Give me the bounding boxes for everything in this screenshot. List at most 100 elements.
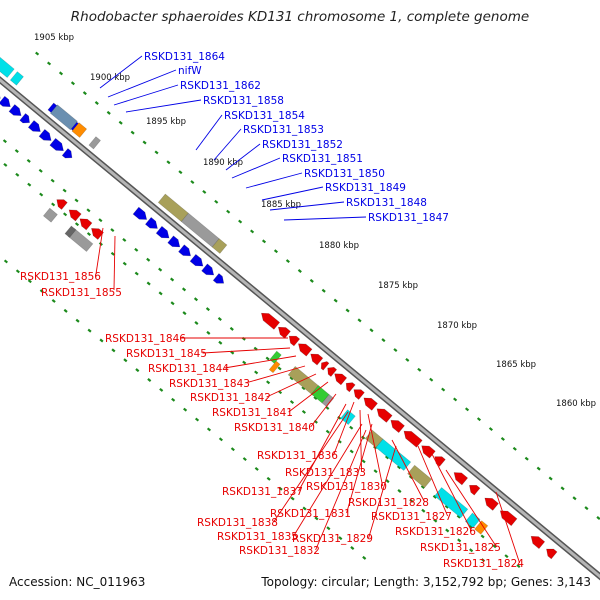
reverse-gene-label: RSKD131_1827 bbox=[371, 511, 452, 523]
scale-tick-dot bbox=[254, 370, 259, 375]
scale-tick-dot bbox=[46, 61, 52, 66]
scale-tick-dot bbox=[242, 457, 247, 462]
reverse-gene-arrow bbox=[453, 472, 469, 486]
reverse-gene-arrow bbox=[353, 389, 365, 400]
scale-tick-dot bbox=[14, 149, 19, 153]
forward-label-leader bbox=[231, 157, 281, 179]
scale-tick-dot bbox=[321, 288, 326, 293]
scale-tick-dot bbox=[206, 427, 212, 432]
forward-label-leader bbox=[225, 143, 261, 171]
scale-label: 1885 kbp bbox=[261, 200, 301, 210]
scale-tick-dot bbox=[290, 496, 295, 501]
scale-tick-dot bbox=[217, 317, 222, 321]
forward-gene-label: RSKD131_1852 bbox=[262, 139, 343, 151]
reverse-gene-arrow bbox=[297, 343, 313, 357]
scale-tick-dot bbox=[74, 222, 80, 227]
scale-tick-dot bbox=[146, 257, 151, 262]
forward-label-leader bbox=[99, 55, 143, 89]
scale-tick-dot bbox=[572, 496, 577, 501]
forward-gene-arrow bbox=[19, 113, 30, 124]
reverse-label-leader bbox=[315, 429, 367, 551]
forward-gene-arrow bbox=[38, 128, 52, 141]
cds-feature-box bbox=[434, 487, 469, 519]
forward-gene-label: RSKD131_1847 bbox=[368, 212, 449, 224]
scale-tick-dot bbox=[266, 476, 271, 481]
scale-tick-dot bbox=[39, 289, 44, 294]
reverse-label-leader bbox=[245, 365, 306, 384]
scale-tick-dot bbox=[154, 150, 159, 155]
scale-tick-dot bbox=[122, 238, 127, 242]
scale-tick-dot bbox=[110, 228, 115, 233]
scale-tick-dot bbox=[106, 110, 111, 115]
scale-tick-dot bbox=[261, 239, 267, 244]
scale-tick-dot bbox=[385, 455, 390, 460]
scale-tick-dot bbox=[250, 229, 255, 234]
reverse-gene-arrow bbox=[469, 484, 481, 496]
scale-tick-dot bbox=[205, 307, 210, 312]
reverse-gene-label: RSKD131_1830 bbox=[306, 481, 387, 493]
scale-tick-dot bbox=[242, 360, 247, 365]
reverse-gene-label: RSKD131_1835 bbox=[217, 531, 298, 543]
scale-tick-dot bbox=[456, 514, 461, 519]
forward-gene-arrow bbox=[27, 120, 41, 132]
scale-tick-dot bbox=[396, 465, 402, 470]
reverse-label-leader bbox=[273, 411, 349, 523]
scale-tick-dot bbox=[38, 168, 43, 173]
reverse-gene-label: RSKD131_1840 bbox=[234, 422, 315, 434]
scale-tick-dot bbox=[50, 178, 55, 183]
forward-gene-arrow bbox=[201, 263, 215, 276]
chromosome-backbone-highlight bbox=[0, 78, 600, 579]
scale-tick-dot bbox=[397, 489, 402, 493]
reverse-gene-arrow bbox=[288, 335, 301, 347]
forward-gene-label: RSKD131_1864 bbox=[144, 51, 225, 63]
forward-label-leader bbox=[107, 69, 177, 98]
forward-gene-arrow bbox=[49, 137, 64, 152]
scale-tick-dot bbox=[488, 427, 493, 432]
scale-tick-dot bbox=[142, 140, 147, 145]
reverse-gene-label: RSKD131_1856 bbox=[20, 271, 101, 283]
scale-tick-dot bbox=[338, 536, 343, 541]
scale-tick-dot bbox=[122, 261, 127, 266]
scale-tick-dot bbox=[62, 188, 67, 193]
forward-gene-label: RSKD131_1853 bbox=[243, 124, 324, 136]
topology-summary: Topology: circular; Length: 3,152,792 bp… bbox=[261, 575, 591, 589]
forward-gene-label: RSKD131_1854 bbox=[224, 110, 305, 122]
cds-feature-box bbox=[49, 104, 78, 131]
forward-gene-arrow bbox=[0, 95, 11, 108]
scale-tick-dot bbox=[15, 269, 20, 274]
scale-tick-dot bbox=[504, 554, 509, 559]
scale-tick-dot bbox=[51, 299, 56, 303]
scale-label: 1890 kbp bbox=[203, 158, 243, 168]
scale-tick-dot bbox=[194, 321, 199, 325]
scale-label: 1860 kbp bbox=[556, 399, 596, 409]
scale-tick-dot bbox=[27, 279, 32, 284]
reverse-gene-arrow bbox=[363, 397, 378, 411]
reverse-gene-label: RSKD131_1825 bbox=[420, 542, 501, 554]
scale-tick-dot bbox=[309, 278, 314, 283]
reverse-gene-label: RSKD131_1837 bbox=[222, 486, 303, 498]
forward-gene-arrow bbox=[61, 148, 73, 159]
reverse-gene-label: RSKD131_1841 bbox=[212, 407, 293, 419]
scale-tick-dot bbox=[357, 318, 362, 323]
scale-tick-dot bbox=[94, 101, 99, 105]
scale-tick-dot bbox=[229, 326, 234, 331]
scale-tick-dot bbox=[265, 356, 270, 361]
scale-tick-dot bbox=[3, 162, 8, 167]
scale-label: 1875 kbp bbox=[378, 281, 418, 291]
reverse-gene-arrow bbox=[277, 326, 291, 339]
scale-tick-dot bbox=[453, 397, 458, 402]
scale-tick-dot bbox=[500, 436, 505, 441]
scale-tick-dot bbox=[596, 516, 600, 520]
reverse-gene-arrow bbox=[484, 497, 499, 511]
scale-tick-dot bbox=[560, 486, 565, 491]
scale-tick-dot bbox=[314, 516, 319, 521]
forward-gene-label: RSKD131_1848 bbox=[346, 197, 427, 209]
cds-feature-box bbox=[88, 136, 101, 150]
scale-tick-dot bbox=[134, 271, 139, 276]
forward-gene-arrow bbox=[155, 225, 170, 239]
scale-tick-dot bbox=[158, 267, 163, 272]
scale-tick-dot bbox=[469, 548, 474, 553]
scale-tick-dot bbox=[190, 180, 195, 185]
reverse-gene-label: RSKD131_1845 bbox=[126, 348, 207, 360]
